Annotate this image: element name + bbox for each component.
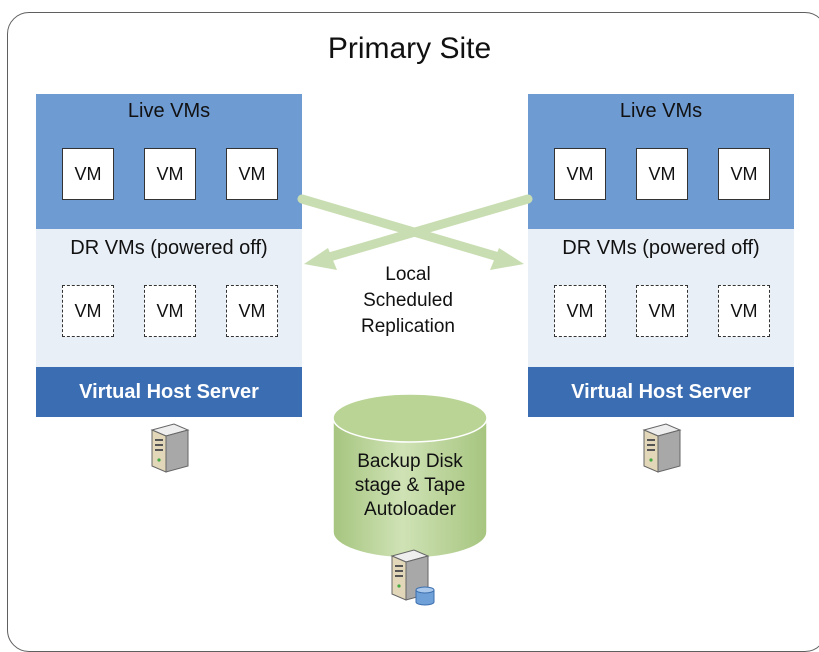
live-vm-row: VM VM VM [554, 148, 770, 200]
host-right: Live VMs VM VM VM DR VMs (powered off) V… [528, 94, 794, 417]
replication-arrow-left-to-right [297, 194, 524, 270]
dr-vms-panel: DR VMs (powered off) VM VM VM [528, 229, 794, 367]
live-vm: VM [718, 148, 770, 200]
live-vms-panel: Live VMs VM VM VM [36, 94, 302, 229]
virtual-host-server-bar: Virtual Host Server [36, 367, 302, 417]
backup-storage-label: Backup Disk stage & Tape Autoloader [354, 451, 466, 520]
replication-arrow-right-to-left [304, 194, 533, 270]
replication-label: Local Scheduled Replication [361, 264, 455, 337]
live-vm-row: VM VM VM [62, 148, 278, 200]
dr-vm: VM [718, 285, 770, 337]
live-vms-label: Live VMs [127, 100, 211, 122]
dr-vm: VM [144, 285, 196, 337]
host-left: Live VMs VM VM VM DR VMs (powered off) V… [36, 94, 302, 417]
server-tower-icon [150, 423, 190, 473]
dr-vm-row: VM VM VM [554, 285, 770, 337]
dr-vm: VM [636, 285, 688, 337]
dr-vm: VM [226, 285, 278, 337]
dr-vm-row: VM VM VM [62, 285, 278, 337]
live-vm: VM [226, 148, 278, 200]
live-vm: VM [62, 148, 114, 200]
server-tower-icon [642, 423, 682, 473]
live-vm: VM [636, 148, 688, 200]
site-title: Primary Site [327, 32, 492, 65]
dr-vms-label: DR VMs (powered off) [562, 237, 760, 259]
dr-vm: VM [554, 285, 606, 337]
dr-vm: VM [62, 285, 114, 337]
server-with-disk-icon [390, 549, 435, 606]
live-vm: VM [554, 148, 606, 200]
live-vm: VM [144, 148, 196, 200]
replication-arrows [297, 194, 533, 270]
dr-vms-panel: DR VMs (powered off) VM VM VM [36, 229, 302, 367]
virtual-host-server-bar: Virtual Host Server [528, 367, 794, 417]
dr-vms-label: DR VMs (powered off) [70, 237, 268, 259]
live-vms-panel: Live VMs VM VM VM [528, 94, 794, 229]
backup-storage-cylinder [332, 393, 488, 559]
live-vms-label: Live VMs [619, 100, 703, 122]
